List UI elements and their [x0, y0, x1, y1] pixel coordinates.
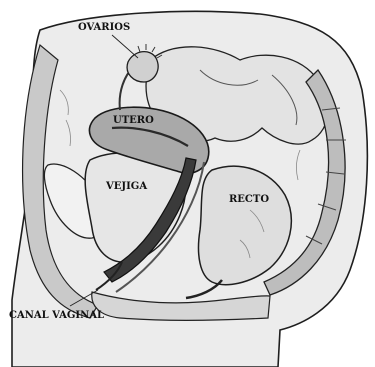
label-rectum: RECTO — [229, 194, 269, 205]
label-vaginal-canal: CANAL VAGINAL — [9, 310, 104, 321]
label-ovaries: OVARIOS — [78, 22, 130, 33]
label-uterus: UTERO — [113, 115, 154, 126]
ovary — [127, 52, 158, 82]
label-bladder: VEJIGA — [105, 181, 147, 192]
